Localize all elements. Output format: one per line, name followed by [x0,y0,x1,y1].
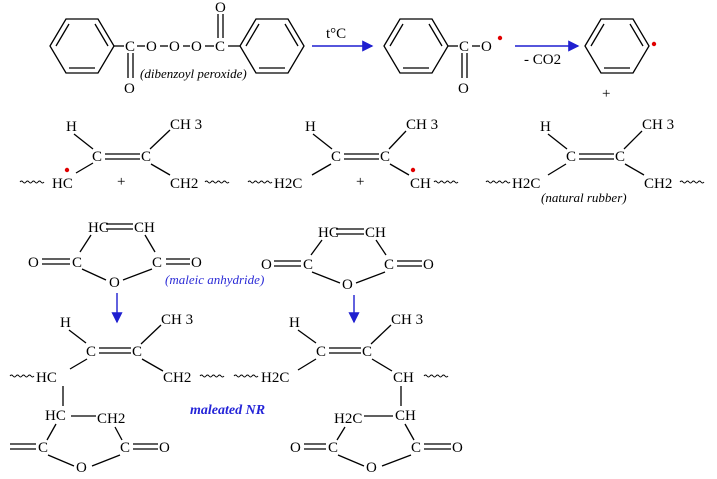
svg-text:HC: HC [36,370,57,386]
svg-text:H2C: H2C [512,176,540,192]
svg-text:C: C [362,344,372,360]
svg-text:C: C [331,149,341,165]
svg-text:C: C [316,344,326,360]
svg-text:H: H [540,119,551,135]
plus-sign-2: + [117,174,125,190]
carbonyl-carbon-2: C [215,39,225,55]
benzene-ring-3 [383,18,449,74]
maleic-anhydride-label: (maleic anhydride) [165,272,264,287]
svg-text:C: C [303,257,313,273]
svg-text:O: O [261,257,272,273]
svg-text:HC: HC [88,220,109,236]
dibenzoyl-peroxide-label: (dibenzoyl peroxide) [140,66,247,81]
carbonyl-oxygen-2: O [215,0,226,16]
svg-text:CH 3: CH 3 [161,312,193,328]
maleic-anhydride-1: HC CH C C O O O [28,220,202,291]
svg-text:C: C [132,344,142,360]
svg-text:C: C [86,344,96,360]
svg-text:H: H [60,315,71,331]
svg-text:C: C [38,440,48,456]
benzoyloxy-carbon: C [459,39,469,55]
phenyl-radical-ring [584,18,650,74]
phenyl-radical-dot [651,41,657,47]
carbonyl-carbon-1: C [125,39,135,55]
svg-text:C: C [615,149,625,165]
peroxide-oxygen-2: O [169,39,180,55]
svg-text:CH 3: CH 3 [170,117,202,133]
allylic-radical-1: H C C CH 3 HC CH2 [19,117,230,192]
svg-text:HC: HC [318,225,339,241]
benzoyloxy-oxygen: O [481,39,492,55]
svg-text:O: O [366,460,377,476]
svg-text:O: O [342,277,353,293]
svg-text:C: C [380,149,390,165]
svg-text:C: C [120,440,130,456]
svg-text:O: O [423,257,434,273]
svg-text:CH: CH [134,220,155,236]
maleic-anhydride-2: HC CH C C O O O [261,225,434,293]
svg-text:O: O [191,255,202,271]
benzoyloxy-radical-dot [497,35,503,41]
benzoyloxy-carbonyl-oxygen: O [458,81,469,97]
svg-text:HC: HC [52,176,73,192]
svg-text:CH2: CH2 [97,411,125,427]
heat-condition: t°C [326,26,346,42]
maleated-nr-product-1: H C C CH 3 HC CH2 HC CH2 C C O O [9,312,225,476]
svg-text:CH: CH [410,176,431,192]
carbonyl-oxygen-1: O [124,81,135,97]
svg-text:CH: CH [395,408,416,424]
plus-sign-1: + [602,86,610,102]
svg-text:CH 3: CH 3 [391,312,423,328]
svg-text:O: O [28,255,39,271]
maleated-nr-label: maleated NR [190,403,265,418]
svg-text:CH2: CH2 [644,176,672,192]
peroxide-oxygen-3: O [191,39,202,55]
svg-text:O: O [290,440,301,456]
svg-text:H2C: H2C [334,411,362,427]
svg-text:C: C [384,257,394,273]
svg-text:C: C [141,149,151,165]
svg-text:C: C [411,440,421,456]
svg-text:CH2: CH2 [170,176,198,192]
svg-text:O: O [109,275,120,291]
svg-text:CH 3: CH 3 [406,117,438,133]
svg-text:O: O [159,440,170,456]
svg-text:O: O [76,460,87,476]
svg-text:CH: CH [365,225,386,241]
svg-text:C: C [328,440,338,456]
svg-text:C: C [566,149,576,165]
svg-text:C: C [72,255,82,271]
svg-text:C: C [152,255,162,271]
svg-text:CH: CH [393,370,414,386]
benzene-ring-1 [49,18,115,74]
allylic-radical-2: H C C CH 3 H2C CH [247,117,459,192]
minus-co2-label: - CO2 [524,52,561,68]
svg-text:H2C: H2C [261,370,289,386]
svg-text:H: H [66,119,77,135]
svg-text:O: O [452,440,463,456]
natural-rubber-label: (natural rubber) [541,190,627,205]
benzene-ring-2 [239,18,305,74]
svg-text:H: H [305,119,316,135]
svg-text:H2C: H2C [274,176,302,192]
svg-text:CH2: CH2 [163,370,191,386]
svg-text:H: H [289,315,300,331]
maleated-nr-product-2: H C C CH 3 H2C CH CH H2C C O C O O [233,312,463,476]
svg-text:C: C [92,149,102,165]
plus-sign-3: + [356,174,364,190]
svg-text:HC: HC [45,408,66,424]
peroxide-oxygen-1: O [146,39,157,55]
natural-rubber-unit: H C C CH 3 H2C CH2 [485,117,705,192]
svg-text:CH 3: CH 3 [642,117,674,133]
